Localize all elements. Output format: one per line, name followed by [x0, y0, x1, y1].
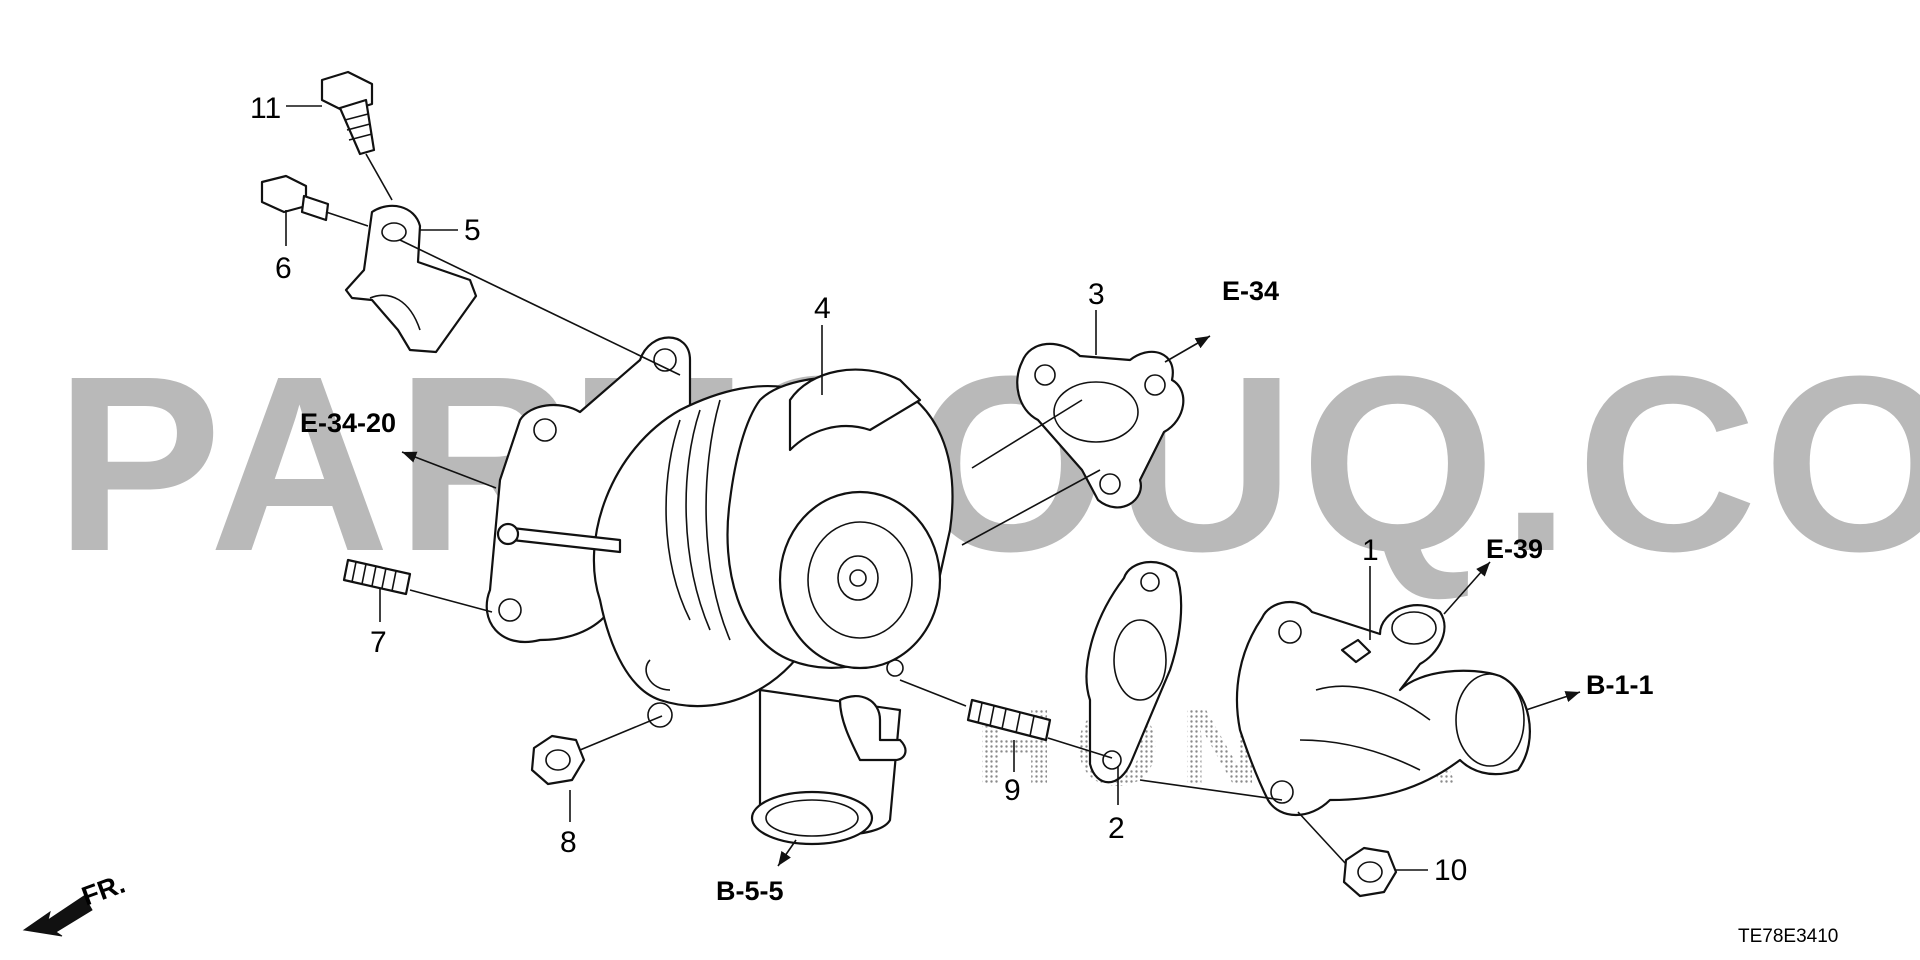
ref-e34-20[interactable]: E-34-20	[300, 408, 396, 438]
callout-6[interactable]: 6	[275, 252, 292, 285]
ref-e34[interactable]: E-34	[1222, 276, 1279, 306]
callout-11[interactable]: 11	[250, 92, 281, 125]
turbocharger-4[interactable]	[485, 336, 954, 846]
ref-b11[interactable]: B-1-1	[1586, 670, 1654, 700]
callout-10[interactable]: 10	[1434, 854, 1467, 887]
ref-b55[interactable]: B-5-5	[716, 876, 784, 906]
callout-8[interactable]: 8	[560, 826, 577, 859]
stud-7[interactable]	[342, 558, 412, 596]
gasket-2[interactable]	[1085, 560, 1183, 784]
leader-lines	[285, 105, 1581, 871]
front-direction-arrow-icon	[22, 895, 93, 937]
watermark-text: PARTSOUQ.COM	[55, 324, 1920, 603]
bolt-6[interactable]	[260, 174, 330, 222]
callout-1[interactable]: 1	[1362, 534, 1379, 567]
callout-3[interactable]: 3	[1088, 278, 1105, 311]
callout-4[interactable]: 4	[814, 292, 831, 325]
nut-10[interactable]	[1342, 846, 1398, 898]
stud-9[interactable]	[966, 698, 1052, 742]
bracket-5[interactable]	[344, 204, 478, 354]
nut-8[interactable]	[530, 734, 586, 786]
callout-9[interactable]: 9	[1004, 774, 1021, 807]
bolt-11[interactable]	[320, 70, 376, 156]
callout-2[interactable]: 2	[1108, 812, 1125, 845]
diagram-code: TE78E3410	[1738, 926, 1838, 947]
front-direction-label: FR.	[78, 869, 129, 912]
callout-5[interactable]: 5	[464, 214, 481, 247]
gasket-3[interactable]	[1016, 342, 1185, 509]
callout-7[interactable]: 7	[370, 626, 387, 659]
outlet-pipe-1[interactable]	[1235, 600, 1531, 817]
ref-e39[interactable]: E-39	[1486, 534, 1543, 564]
